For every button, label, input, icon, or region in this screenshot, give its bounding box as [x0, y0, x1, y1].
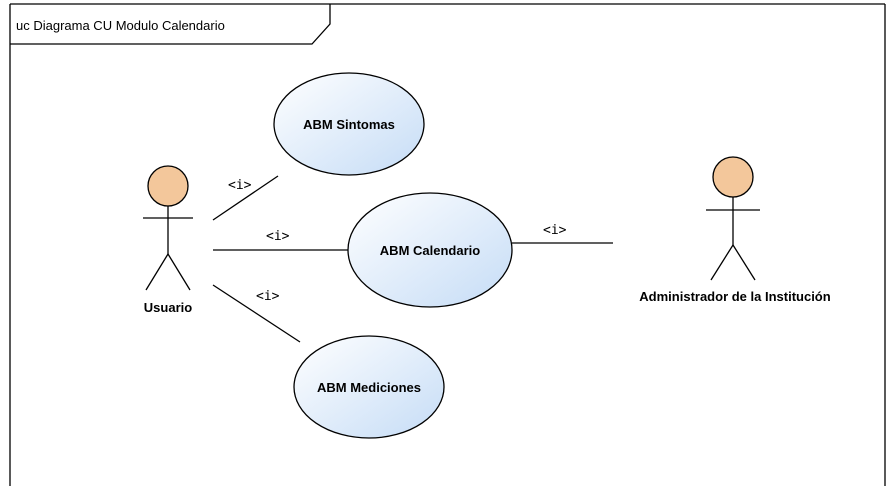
stereotype-label: <i>: [256, 289, 280, 304]
actor-usuario[interactable]: Usuario: [143, 165, 193, 315]
usecase-label: ABM Mediciones: [317, 380, 421, 395]
stereotype-label: <i>: [266, 229, 290, 244]
frame-title: uc Diagrama CU Modulo Calendario: [16, 18, 225, 33]
association-usuario-mediciones: [212, 284, 301, 343]
usecase-abm-calendario[interactable]: ABM Calendario: [347, 192, 513, 308]
stereotype-label: <i>: [228, 178, 252, 193]
actor-label: Administrador de la Institución: [639, 289, 830, 304]
actor-label: Usuario: [144, 300, 192, 315]
actor-administrador[interactable]: Administrador de la Institución: [639, 156, 831, 304]
actor-stick-figure-icon: [706, 156, 760, 281]
diagram-frame: uc Diagrama CU Modulo Calendario: [9, 3, 886, 486]
actor-stick-figure-icon: [143, 165, 193, 291]
usecase-abm-sintomas[interactable]: ABM Sintomas: [273, 72, 425, 176]
usecase-abm-mediciones[interactable]: ABM Mediciones: [293, 335, 445, 439]
associations: [212, 175, 613, 343]
stereotype-label: <i>: [543, 223, 567, 238]
usecase-label: ABM Calendario: [380, 243, 480, 258]
usecase-label: ABM Sintomas: [303, 117, 395, 132]
stereotype-labels: <i> <i> <i> <i>: [228, 178, 567, 304]
association-usuario-sintomas: [212, 175, 279, 221]
